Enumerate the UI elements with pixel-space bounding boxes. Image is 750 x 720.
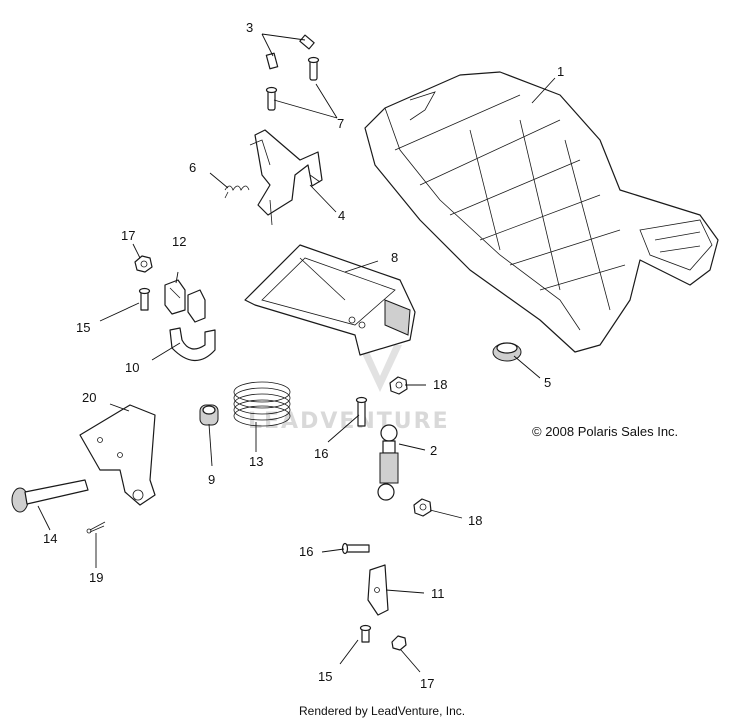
callout-16-lower: 16 [299, 544, 313, 559]
callout-17-upper: 17 [121, 228, 135, 243]
callout-18-lower: 18 [468, 513, 482, 528]
lower-bracket-part [367, 564, 389, 616]
callout-12: 12 [172, 234, 186, 249]
nut-part-lower [391, 635, 407, 651]
seat-part [364, 71, 719, 353]
lock-nut-part [389, 376, 432, 517]
callout-9: 9 [208, 472, 215, 487]
bolt-part [138, 287, 151, 311]
watermark-text: LEADVENTURE [248, 409, 450, 434]
bushing-part [164, 279, 206, 323]
callout-17-lower: 17 [420, 676, 434, 691]
pin-part [355, 396, 368, 427]
bracket-part [79, 404, 156, 506]
callout-6: 6 [189, 160, 196, 175]
callout-3: 3 [246, 20, 253, 35]
nut-part [134, 255, 153, 273]
watermark: LEADVENTURE [248, 345, 450, 434]
footer-credit: Rendered by LeadVenture, Inc. [299, 704, 465, 718]
coil-spring-part [233, 381, 291, 427]
rivet-part [265, 56, 320, 111]
callout-20: 20 [82, 390, 96, 405]
callout-11: 11 [431, 586, 445, 601]
clamp-part [169, 327, 216, 362]
spring-part [224, 185, 250, 199]
callout-15-lower: 15 [318, 669, 332, 684]
shock-part [377, 424, 399, 501]
callout-8: 8 [391, 250, 398, 265]
pin-part-lower [341, 542, 370, 555]
callout-18-upper: 18 [433, 377, 447, 392]
leader-lines [37, 33, 556, 673]
callout-5: 5 [544, 375, 551, 390]
callout-14: 14 [43, 531, 57, 546]
callout-2: 2 [430, 443, 437, 458]
callout-16-upper: 16 [314, 446, 328, 461]
callout-15-upper: 15 [76, 320, 90, 335]
latch-part [249, 129, 323, 226]
clevis-pin-part [11, 479, 89, 513]
callout-1: 1 [557, 64, 564, 79]
copyright-notice: © 2008 Polaris Sales Inc. [532, 424, 678, 439]
tray-part [244, 244, 416, 356]
callout-7: 7 [337, 116, 344, 131]
callouts: 1 2 3 4 5 6 7 8 9 10 11 12 13 14 15 15 1… [43, 20, 564, 691]
callout-4: 4 [338, 208, 345, 223]
callout-10: 10 [125, 360, 139, 375]
cotter-pin-part [86, 521, 106, 534]
bolt-part-lower [359, 624, 372, 643]
callout-19: 19 [89, 570, 103, 585]
spacer-part [199, 404, 219, 426]
callout-13: 13 [249, 454, 263, 469]
clip-part [265, 34, 315, 70]
